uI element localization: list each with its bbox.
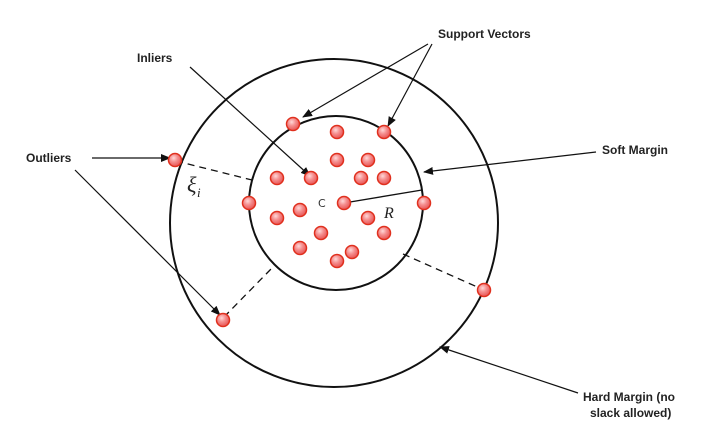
- inlier-point: [313, 225, 329, 241]
- outlier-point: [215, 312, 231, 328]
- annotation-arrows: [74, 43, 597, 394]
- outlier-point: [476, 282, 492, 298]
- support-vector-point: [285, 116, 301, 132]
- inlier-point: [360, 152, 376, 168]
- inlier-point: [329, 152, 345, 168]
- label-radius: R: [383, 205, 394, 222]
- label-soft-margin: Soft Margin: [602, 143, 668, 157]
- inlier-point: [360, 210, 376, 226]
- arrow-outlier-2: [74, 169, 221, 316]
- arrow-support-vector-2: [387, 43, 433, 127]
- label-support-vectors: Support Vectors: [438, 27, 531, 41]
- support-vector-point: [376, 124, 392, 140]
- slack-symbol: ξ: [187, 172, 197, 197]
- inlier-point: [329, 253, 345, 269]
- radius-line: [343, 189, 423, 204]
- data-points: [167, 116, 492, 328]
- arrow-soft-margin: [423, 151, 597, 175]
- inlier-point: [241, 195, 257, 211]
- inlier-point: [376, 225, 392, 241]
- inlier-point: [353, 170, 369, 186]
- inlier-point: [269, 210, 285, 226]
- label-outliers: Outliers: [26, 151, 72, 165]
- inlier-point: [269, 170, 285, 186]
- hard-margin-circle: [169, 58, 499, 388]
- label-slack: ξ i: [187, 172, 201, 200]
- slack-subscript: i: [197, 185, 201, 200]
- inlier-point: [303, 170, 319, 186]
- inlier-point: [292, 240, 308, 256]
- slack-lines: [175, 160, 485, 318]
- inlier-point: [416, 195, 432, 211]
- arrow-hard-margin: [439, 346, 579, 394]
- label-center: C: [318, 197, 326, 210]
- label-hard-margin-line1: Hard Margin (no: [583, 390, 675, 404]
- inlier-point: [292, 202, 308, 218]
- inlier-point: [336, 195, 352, 211]
- outlier-point: [167, 152, 183, 168]
- arrow-support-vector-1: [302, 43, 429, 118]
- label-hard-margin-line2: slack allowed): [590, 406, 671, 420]
- inlier-point: [329, 124, 345, 140]
- label-inliers: Inliers: [137, 51, 173, 65]
- inlier-point: [376, 170, 392, 186]
- inlier-point: [344, 244, 360, 260]
- arrow-inliers: [189, 66, 311, 177]
